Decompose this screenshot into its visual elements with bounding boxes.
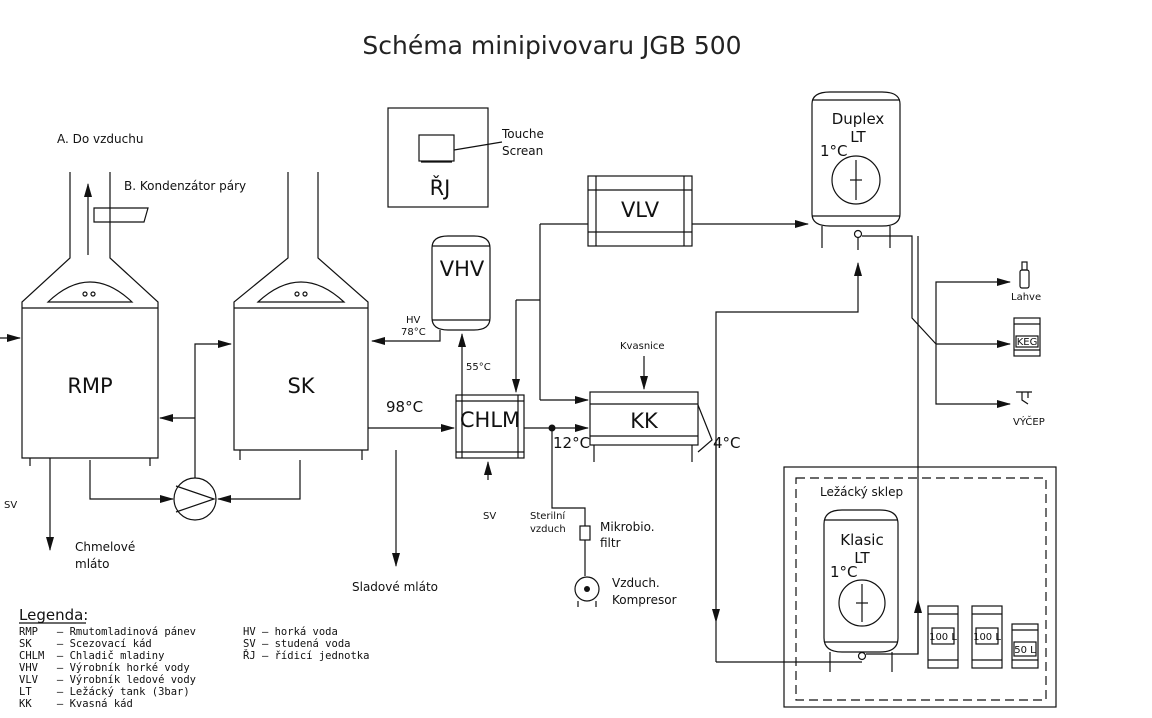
do-vzduchu-label: A. Do vzduchu xyxy=(57,132,143,146)
chmelove-label: Chmelové xyxy=(75,540,135,554)
legend-item: RMP – Rmutomladinová pánev xyxy=(19,626,196,638)
sud1-label: 100 L xyxy=(929,632,957,643)
legend-item: LT – Ležácký tank (3bar) xyxy=(19,686,190,698)
legend-item: HV – horká voda xyxy=(243,626,338,638)
sterilni-label: Sterilní xyxy=(530,510,566,522)
cask-100l-2: 100 L xyxy=(971,605,1003,669)
lager-cellar xyxy=(783,466,1057,708)
klasic-label: Klasic xyxy=(840,531,883,549)
mikrobio-label: Mikrobio. xyxy=(600,520,655,534)
sk-label: SK xyxy=(287,374,315,398)
legend-item: SK – Scezovací kád xyxy=(19,638,152,650)
kompresor-label: Vzduch. xyxy=(612,576,660,590)
sv-chlm-label: SV xyxy=(483,511,496,522)
vzduch-label: vzduch xyxy=(530,524,566,535)
legend-item: ŘJ – řídicí jednotka xyxy=(243,649,369,662)
kk-label: KK xyxy=(630,409,659,433)
chlm-wort-chiller: CHLM xyxy=(455,394,525,459)
keg-icon: KEG xyxy=(1013,317,1041,357)
legend-item: CHLM – Chladič mladiny xyxy=(19,650,164,662)
legend-item: VHV – Výrobník horké vody xyxy=(19,662,190,674)
legend-item: KK – Kvasná kád xyxy=(19,698,133,710)
air-compressor xyxy=(574,576,600,607)
klasic-temp-label: 1°C xyxy=(830,563,858,581)
sud3-label: 50 L xyxy=(1014,645,1036,656)
tap-icon xyxy=(1016,391,1032,405)
duplex-temp-label: 1°C xyxy=(820,142,848,160)
vhv-temp-label: 55°C xyxy=(466,362,491,373)
t4-label: 4°C xyxy=(713,434,741,452)
page-title: Schéma minipivovaru JGB 500 xyxy=(362,31,741,60)
lahve-label: Lahve xyxy=(1011,292,1041,303)
sladove-label: Sladové mláto xyxy=(352,580,438,594)
screan-label: Screan xyxy=(502,144,543,158)
rj-label: ŘJ xyxy=(430,175,451,200)
vhv-label: VHV xyxy=(440,257,485,281)
duplex-lt-label: LT xyxy=(850,128,866,146)
kvasnice-label: Kvasnice xyxy=(620,341,665,352)
kondenzator-label: B. Kondenzátor páry xyxy=(124,179,246,193)
control-unit: ŘJ xyxy=(387,107,503,208)
vlv-label: VLV xyxy=(621,198,660,222)
cask-50l: 50 L xyxy=(1011,623,1039,669)
kompresor-label-2: Kompresor xyxy=(612,593,677,607)
hv-temp-label: 78°C xyxy=(401,327,426,338)
kk-fermentation-vat: KK xyxy=(589,391,699,462)
vhv-hot-water-tank: VHV xyxy=(431,235,491,331)
duplex-label: Duplex xyxy=(832,110,885,128)
vycep-label: VÝČEP xyxy=(1013,415,1045,428)
klasic-lager-tank: Klasic LT 1°C xyxy=(823,509,899,672)
cask-100l-1: 100 L xyxy=(927,605,959,669)
lezacky-label: Ležácký sklep xyxy=(820,485,903,499)
chlm-label: CHLM xyxy=(460,408,520,432)
rmp-kettle: RMP xyxy=(21,172,159,466)
filtr-label: filtr xyxy=(600,536,621,550)
legend-item: VLV – Výrobník ledové vody xyxy=(19,674,196,686)
keg-label: KEG xyxy=(1017,337,1038,348)
klasic-lt-label: LT xyxy=(854,549,870,567)
legend-heading: Legenda: xyxy=(19,606,88,624)
t98-label: 98°C xyxy=(386,398,423,416)
legend-item: SV – studená voda xyxy=(243,638,350,650)
rmp-label: RMP xyxy=(67,374,112,398)
legend: Legenda: RMP – Rmutomladinová pánev SK –… xyxy=(19,606,369,710)
bottle-icon xyxy=(1019,261,1030,289)
pump xyxy=(173,477,217,521)
sk-lauter-tun: SK xyxy=(233,172,369,460)
sud2-label: 100 L xyxy=(973,632,1001,643)
chmelove-label-2: mláto xyxy=(75,557,109,571)
duplex-lager-tank: Duplex LT 1°C xyxy=(811,91,901,248)
hv-label: HV xyxy=(406,315,421,326)
sv-left-label: SV xyxy=(4,500,17,511)
t12-label: 12°C xyxy=(553,434,590,452)
touche-label: Touche xyxy=(501,127,544,141)
vlv-ice-water-tank: VLV xyxy=(587,175,693,247)
